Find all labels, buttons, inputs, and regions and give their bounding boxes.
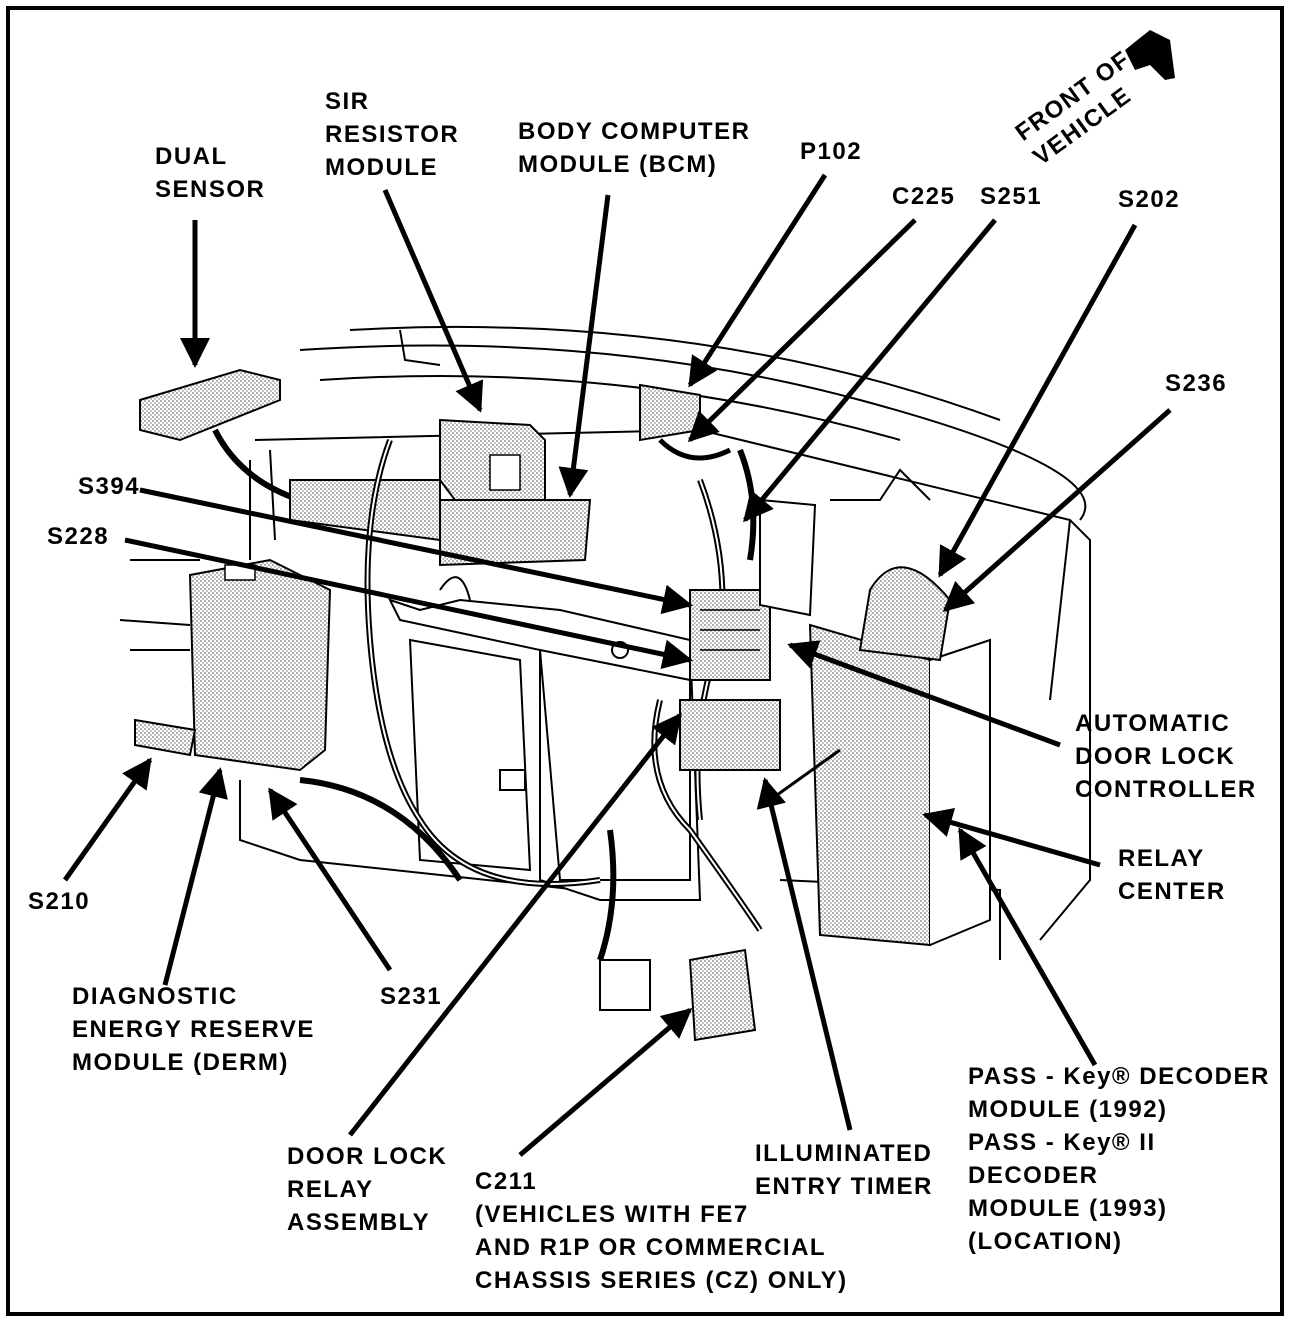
label-s202: S202 (1118, 186, 1181, 213)
relay-center (808, 623, 991, 947)
relay-bracket (759, 498, 817, 617)
body-computer-module (289, 479, 592, 567)
label-s394: S394 (78, 473, 141, 500)
label-p102: P102 (800, 138, 863, 165)
door-lock-relay-assembly (679, 589, 781, 771)
label-s231: S231 (380, 983, 443, 1010)
c211-connector (599, 948, 757, 1042)
label-illuminated-entry-timer: ILLUMINATED ENTRY TIMER (755, 1140, 933, 1200)
s202-harness (858, 566, 952, 662)
label-s236: S236 (1165, 370, 1228, 397)
label-s228: S228 (47, 523, 110, 550)
label-c225: C225 (892, 183, 956, 210)
label-s251: S251 (980, 183, 1043, 210)
illuminated-entry-pin (769, 748, 841, 802)
label-dual-sensor: DUAL SENSOR (155, 143, 266, 203)
label-automatic-door-lock-controller: AUTOMATIC DOOR LOCK CONTROLLER (1075, 710, 1257, 803)
dash-structure (119, 325, 1091, 960)
front-direction-arrow-icon (1125, 30, 1175, 80)
dual-sensor (139, 368, 301, 503)
label-s210: S210 (28, 888, 91, 915)
s210-connector (134, 718, 197, 757)
label-bcm: BODY COMPUTER MODULE (BCM) (518, 118, 751, 178)
p102-connector (639, 383, 732, 461)
mounting-bracket (388, 576, 702, 901)
leader-arrows (62, 173, 1172, 1157)
label-derm: DIAGNOSTIC ENERGY RESERVE MODULE (DERM) (72, 983, 315, 1076)
label-relay-center: RELAY CENTER (1118, 845, 1226, 905)
label-pass-key-decoder: PASS - Key® DECODER MODULE (1992) PASS -… (968, 1063, 1270, 1255)
diagram-frame (6, 6, 1284, 1316)
label-sir-resistor-module: SIR RESISTOR MODULE (325, 88, 460, 181)
label-door-lock-relay-assembly: DOOR LOCK RELAY ASSEMBLY (287, 1143, 448, 1236)
sir-resistor-module (439, 418, 546, 501)
label-c211: C211 (VEHICLES WITH FE7 AND R1P OR COMME… (475, 1168, 848, 1294)
derm-module (188, 558, 332, 772)
